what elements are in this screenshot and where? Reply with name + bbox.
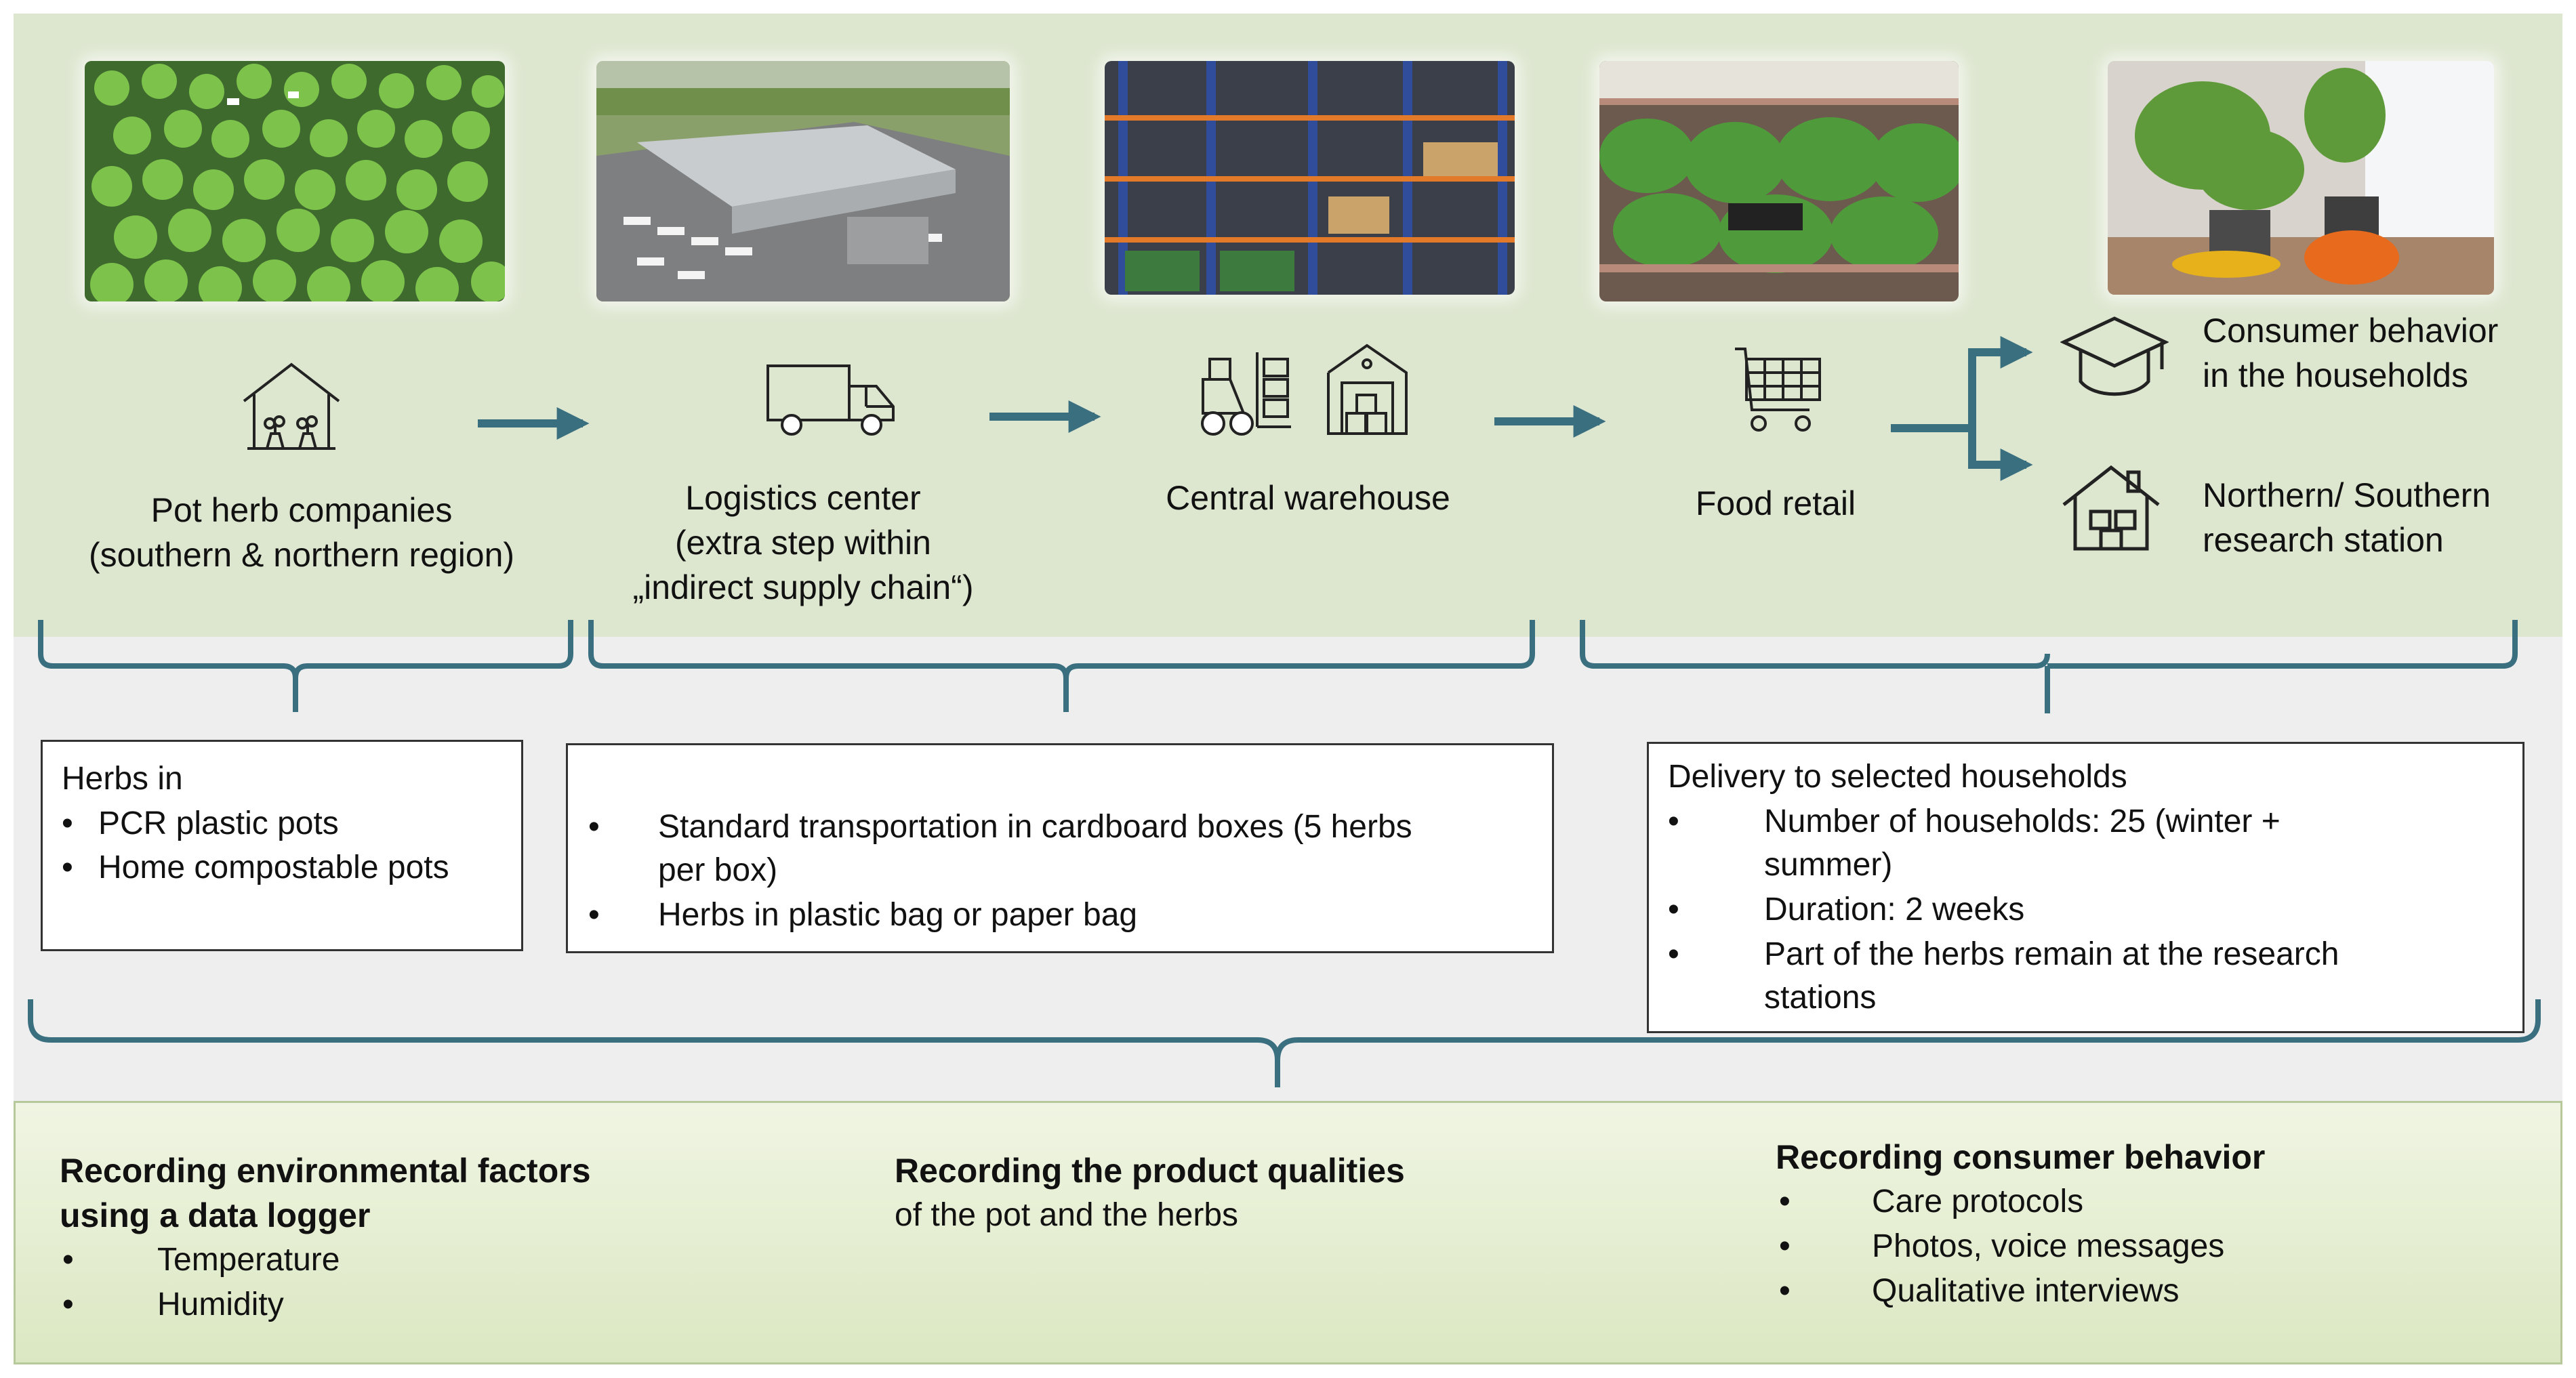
delivery-bullet: Number of households: 25 (winter + [1764, 803, 2281, 839]
delivery-bullet-continuation: stations [1764, 980, 1877, 1016]
bullet-char: • [1779, 1273, 1791, 1309]
photo-food-retail [1599, 61, 1959, 301]
stage-label-line: Pot herb companies [150, 491, 453, 529]
outcome-label-line: Consumer behavior [2203, 312, 2499, 350]
photo-household [2108, 61, 2494, 295]
pots-heading: Herbs in [62, 761, 183, 797]
stage-label-line: (southern & northern region) [88, 536, 515, 574]
warehouse-icon [1325, 342, 1410, 437]
label-food-retail: Food retail [1640, 481, 1911, 526]
label-logistics-center: Logistics center (extra step within „ind… [583, 476, 1023, 610]
consumer-bullet: Qualitative interviews [1872, 1273, 2180, 1309]
product-heading: Recording the product qualities [895, 1152, 1405, 1190]
greenhouse-icon [237, 359, 346, 454]
bullet-char: • [62, 850, 73, 885]
bullet-char: • [62, 1242, 74, 1278]
delivery-heading: Delivery to selected households [1668, 759, 2127, 795]
transport-bullet: Standard transportation in cardboard box… [658, 809, 1412, 845]
bullet-char: • [1779, 1184, 1791, 1219]
environment-bullet: Temperature [157, 1242, 340, 1278]
consumer-heading: Recording consumer behavior [1776, 1138, 2266, 1176]
stage-label-line: „indirect supply chain“) [632, 568, 974, 606]
bullet-char: • [1668, 803, 1679, 839]
transport-bullet-continuation: per box) [658, 852, 778, 888]
pots-bullet: Home compostable pots [98, 850, 449, 885]
outcome-label-line: Northern/ Southern [2203, 476, 2491, 514]
outcome-label-line: in the households [2203, 356, 2468, 394]
shopping-cart-icon [1732, 342, 1823, 437]
delivery-bullet-continuation: summer) [1764, 847, 1893, 883]
pots-bullet: PCR plastic pots [98, 806, 339, 841]
label-central-warehouse: Central warehouse [1105, 476, 1511, 520]
bullet-char: • [588, 809, 600, 845]
truck-icon [764, 362, 897, 440]
delivery-bullet: Duration: 2 weeks [1764, 892, 2025, 927]
bullet-char: • [1779, 1228, 1791, 1264]
bullet-char: • [588, 897, 600, 933]
recording-band [14, 1101, 2562, 1364]
house-icon [2060, 464, 2162, 552]
product-subtext: of the pot and the herbs [895, 1197, 1239, 1233]
consumer-bullet: Photos, voice messages [1872, 1228, 2225, 1264]
photo-pot-herbs [85, 61, 505, 301]
forklift-icon [1193, 339, 1294, 440]
bullet-char: • [62, 806, 73, 841]
photo-central-warehouse [1105, 61, 1515, 295]
stage-label-line: Central warehouse [1166, 479, 1450, 517]
label-consumer-behavior: Consumer behavior in the households [2203, 308, 2498, 398]
pots-box: Herbs in • PCR plastic pots • Home compo… [41, 740, 523, 951]
delivery-box: Delivery to selected households • Number… [1647, 742, 2524, 1033]
bullet-char: • [62, 1287, 74, 1322]
transport-box: • Standard transportation in cardboard b… [566, 743, 1554, 953]
environment-heading: Recording environmental factors [60, 1152, 591, 1190]
bullet-char: • [1668, 936, 1679, 972]
graduation-cap-icon [2060, 312, 2169, 403]
transport-bullet: Herbs in plastic bag or paper bag [658, 897, 1138, 933]
stage-label-line: Food retail [1695, 484, 1856, 522]
stage-label-line: Logistics center [685, 479, 921, 517]
consumer-bullet: Care protocols [1872, 1184, 2084, 1219]
environment-bullet: Humidity [157, 1287, 284, 1322]
stage-label-line: (extra step within [675, 524, 931, 562]
label-pot-herb-companies: Pot herb companies (southern & northern … [58, 488, 546, 577]
delivery-bullet: Part of the herbs remain at the research [1764, 936, 2339, 972]
outcome-label-line: research station [2203, 521, 2444, 559]
environment-heading: using a data logger [60, 1196, 371, 1234]
label-research-station: Northern/ Southern research station [2203, 473, 2491, 562]
bullet-char: • [1668, 892, 1679, 927]
photo-logistics-center [596, 61, 1010, 301]
